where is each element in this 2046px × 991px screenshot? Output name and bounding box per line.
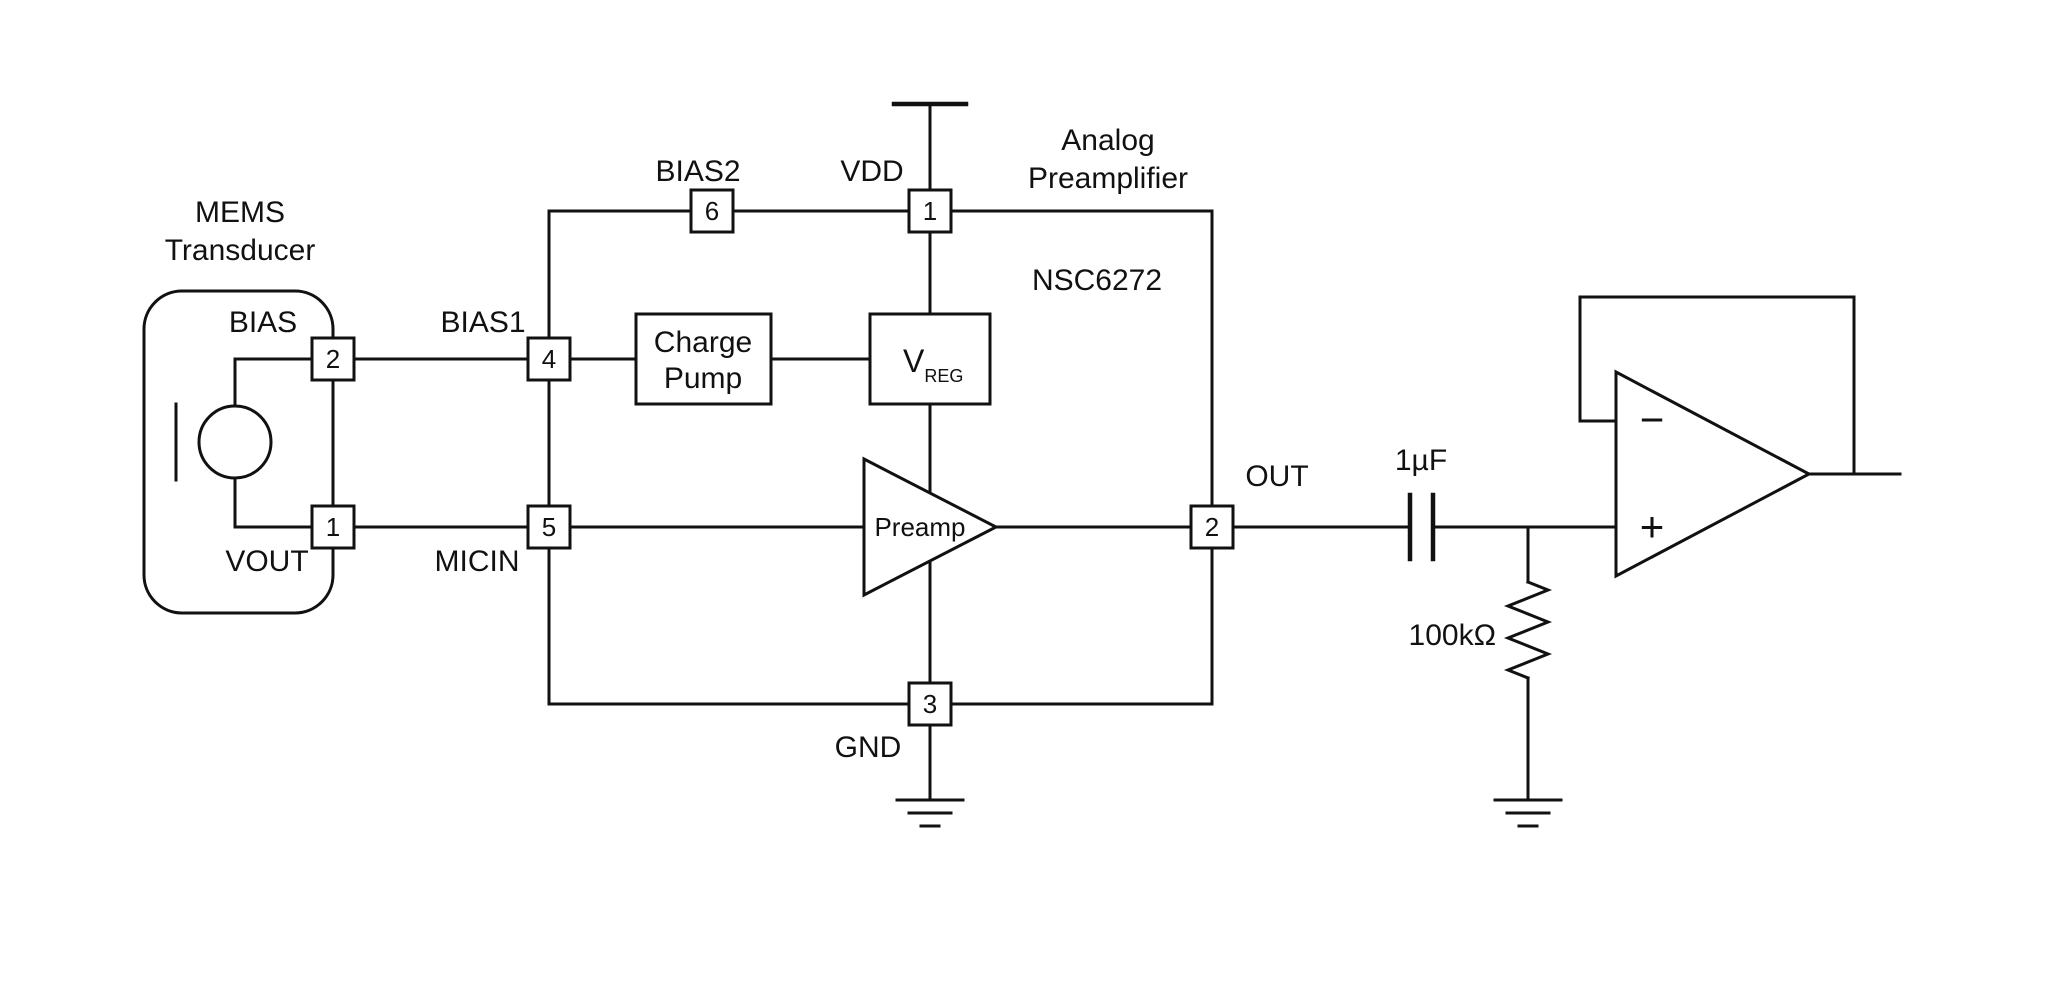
pin-number-micin: 5	[542, 512, 556, 542]
mems-bias-label: BIAS	[229, 306, 297, 339]
pin-box-micin	[526, 504, 572, 550]
preamp-triangle	[862, 456, 1000, 598]
labels: MEMS Transducer BIAS VOUT 2 1 Analog Pre…	[165, 124, 1665, 764]
pin-box-out	[1189, 504, 1235, 550]
ground-symbol-ic	[895, 798, 965, 828]
opamp-noninverting-label: +	[1640, 503, 1665, 550]
mems-pin-box-vout	[310, 504, 356, 550]
ic-title-line2: Preamplifier	[1028, 162, 1188, 195]
pin-label-out: OUT	[1245, 460, 1308, 493]
ic-outline	[547, 209, 1214, 706]
pin-box-vdd	[907, 188, 953, 234]
pin-number-gnd: 3	[923, 689, 937, 719]
charge-pump-label-line1: Charge	[654, 326, 752, 359]
opamp-feedback-wire	[1578, 295, 1856, 476]
vreg-main-text: V	[903, 343, 925, 379]
mems-vout-label: VOUT	[225, 545, 308, 578]
component-bodies	[142, 188, 1813, 727]
ic-title-line1: Analog	[1061, 124, 1154, 157]
pin-number-bias1: 4	[542, 344, 556, 374]
vreg-label: VREG	[903, 343, 963, 386]
pin-number-out: 2	[1205, 512, 1219, 542]
mems-bias-wire	[233, 357, 314, 408]
opamp-triangle	[1614, 369, 1813, 579]
opamp-inverting-label: −	[1640, 396, 1665, 443]
pin-label-micin: MICIN	[435, 545, 520, 578]
ground-symbol-resistor	[1493, 798, 1563, 828]
charge-pump-label-line2: Pump	[664, 362, 742, 395]
pin-box-gnd	[907, 681, 953, 727]
mems-vout-pin-number: 1	[326, 512, 340, 542]
mems-transducer-outline	[142, 289, 335, 615]
mems-vout-wire	[233, 476, 314, 529]
preamp-label: Preamp	[874, 512, 965, 542]
vreg-box	[868, 312, 992, 406]
vreg-subscript-text: REG	[924, 366, 963, 386]
pin-number-vdd: 1	[923, 196, 937, 226]
mems-title-line1: MEMS	[195, 196, 285, 229]
bias-resistor	[1503, 580, 1553, 680]
bias-resistor-value: 100kΩ	[1409, 619, 1496, 652]
pin-number-bias2: 6	[705, 196, 719, 226]
ic-part-number: NSC6272	[1032, 264, 1162, 297]
pin-label-vdd: VDD	[840, 155, 903, 188]
mems-title-line2: Transducer	[165, 234, 316, 267]
coupling-cap-value: 1µF	[1395, 444, 1447, 477]
mems-pin-box-bias	[310, 336, 356, 382]
charge-pump-box	[634, 312, 773, 406]
coupling-capacitor	[1407, 492, 1436, 562]
pin-box-bias1	[526, 336, 572, 382]
pin-box-bias2	[689, 188, 735, 234]
mems-bias-pin-number: 2	[326, 344, 340, 374]
pin-label-gnd: GND	[835, 731, 902, 764]
pin-label-bias2: BIAS2	[655, 155, 740, 188]
wires	[174, 101, 1902, 828]
mic-element-circle	[197, 404, 273, 480]
pin-label-bias1: BIAS1	[440, 306, 525, 339]
